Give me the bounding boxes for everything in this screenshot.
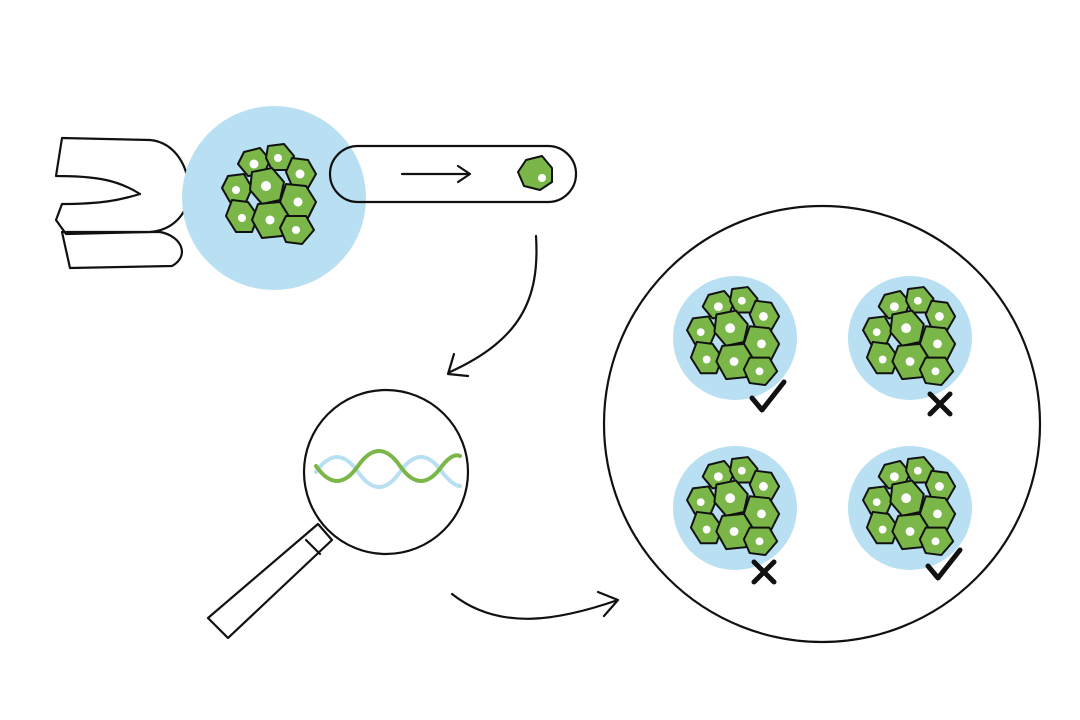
micropipette-holder-icon: [54, 136, 190, 236]
embryo-result-1: [673, 276, 797, 410]
dish-icon: [602, 204, 1042, 644]
direction-arrow-icon: [400, 164, 472, 184]
magnifying-glass-collar-icon: [304, 538, 322, 556]
biopsy-step: [54, 106, 578, 290]
cross-icon: [930, 394, 950, 414]
analysis-step: [206, 388, 470, 640]
biopsy-pipette-icon: [328, 144, 578, 204]
selection-step: [602, 204, 1042, 644]
magnifying-glass-icon: [302, 388, 470, 556]
embryo-result-2: [848, 276, 972, 414]
micropipette-holder-lower-icon: [60, 230, 183, 270]
dna-helix-icon: [314, 449, 462, 489]
arrow-to-selection-icon: [450, 590, 620, 620]
embryo-result-4: [848, 446, 972, 578]
extracted-cell-icon: [517, 155, 553, 191]
magnifying-glass-handle-icon: [206, 522, 334, 640]
cross-icon: [754, 562, 774, 582]
arrow-to-analysis-icon: [446, 234, 538, 378]
embryo-result-3: [673, 446, 797, 582]
